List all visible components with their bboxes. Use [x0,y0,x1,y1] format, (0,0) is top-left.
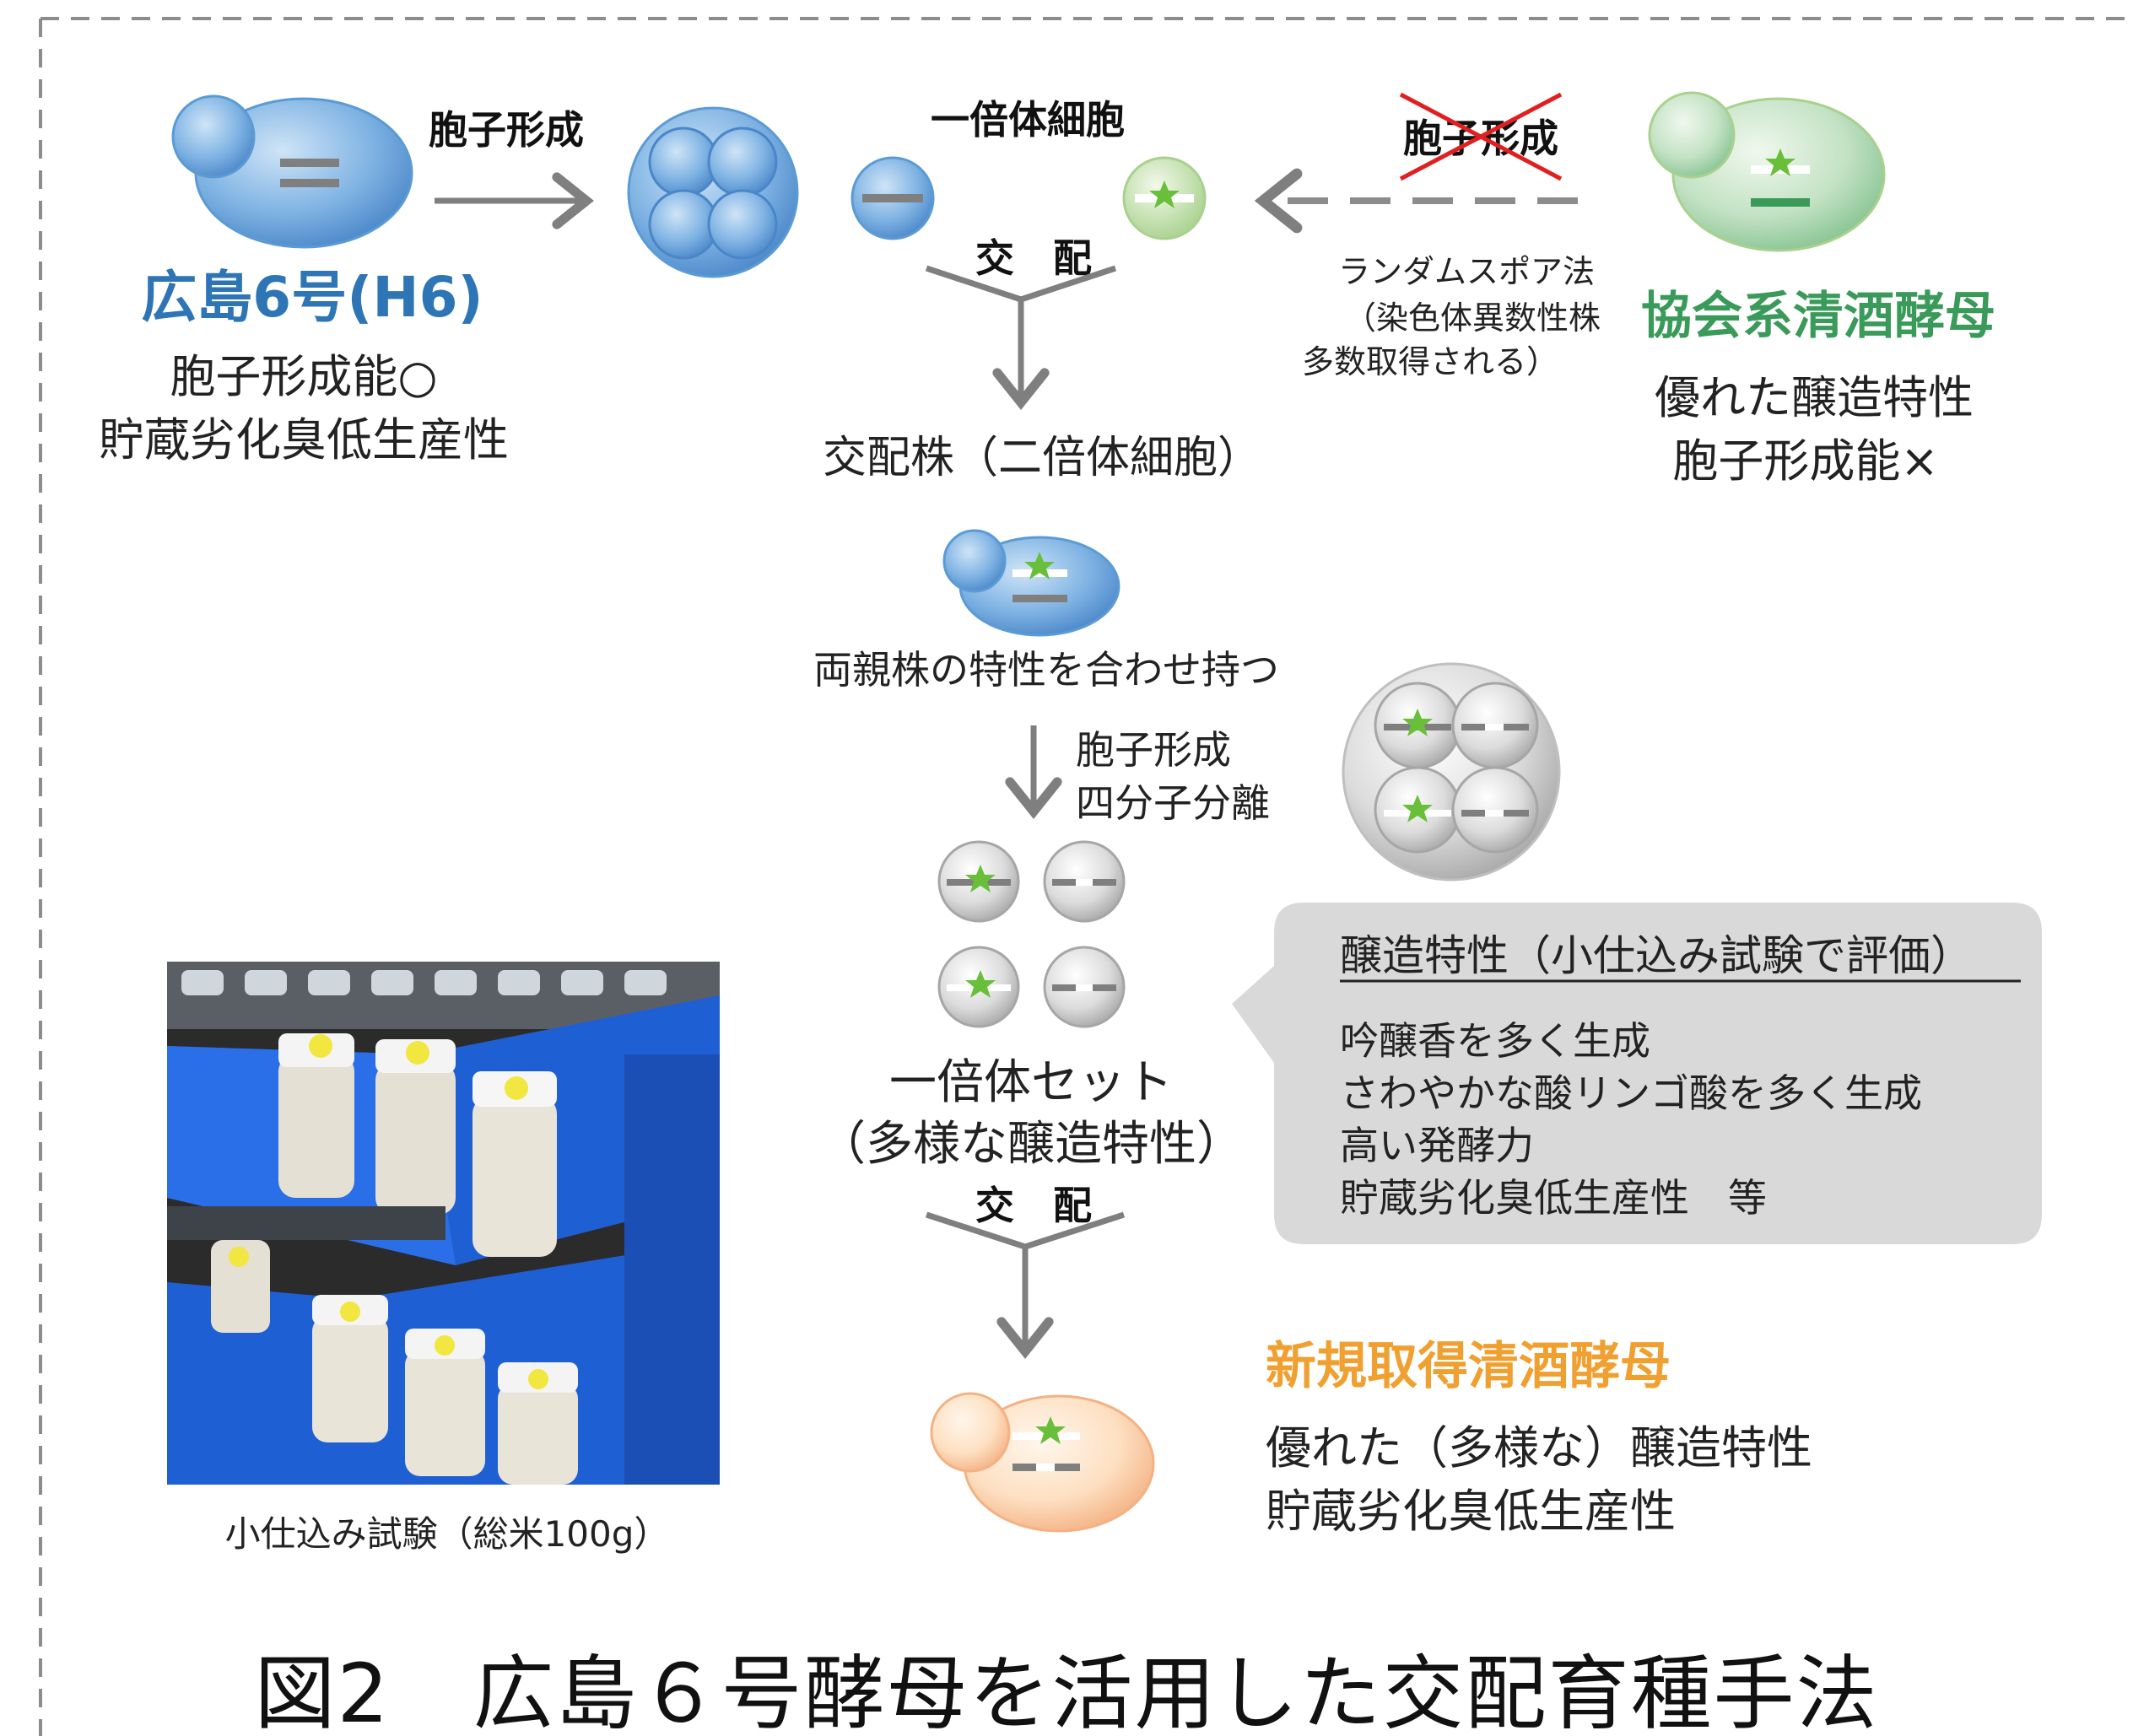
callout-item-3: 高い発酵力 [1340,1123,1534,1168]
sporulation-2-label: 胞子形成 [1076,727,1231,773]
mating-2-label: 交 配 [975,1183,1092,1228]
h6-cell-icon [171,94,413,249]
callout-item-1: 吟醸香を多く生成 [1340,1018,1650,1064]
blue-haploid-icon [850,156,935,240]
sake-yeast-trait-1: 優れた醸造特性 [1655,371,1974,424]
callout-title: 醸造特性（小仕込み試験で評価） [1340,931,1973,980]
parents-traits-label: 両親株の特性を合わせ持つ [813,647,1279,693]
callout-item-2: さわやかな酸リンゴ酸を多く生成 [1340,1070,1922,1116]
haploid-cell-label: 一倍体細胞 [931,97,1125,143]
callout-box [1232,903,2042,1244]
hybrid-cell-icon [942,529,1120,637]
hybrid-label: 交配株（二倍体細胞） [823,433,1261,483]
sake-yeast-cell-icon [1648,91,1886,252]
callout-item-4: 貯蔵劣化臭低生産性 等 [1340,1175,1767,1221]
photo-caption: 小仕込み試験（総米100g） [224,1513,670,1555]
blue-ascus-icon [627,106,799,278]
green-haploid-icon [1122,156,1207,240]
tetrad-label: 四分子分離 [1076,780,1270,826]
sake-yeast-name: 協会系清酒酵母 [1641,287,1995,346]
gray-ascus-icon [1342,662,1561,881]
spore-2-icon [1043,840,1126,923]
haploid-set-label-2: （多様な醸造特性） [818,1117,1244,1172]
h6-trait-2: 貯蔵劣化臭低生産性 [99,413,509,466]
spore-4-icon [1043,946,1126,1028]
h6-name: 広島6号(H6) [141,265,483,330]
spore-3-icon [937,946,1020,1028]
h6-trait-1: 胞子形成能○ [170,350,437,403]
haploid-set-label-1: 一倍体セット [889,1055,1173,1110]
random-spore-label-1: ランダムスポア法 [1338,253,1595,290]
spore-1-icon [937,840,1020,923]
mating-1-label: 交 配 [975,235,1092,281]
new-strain-cell-icon [930,1392,1155,1533]
figure-title: 図2 広島６号酵母を活用した交配育種手法 [254,1647,1879,1736]
new-strain-name: 新規取得清酒酵母 [1266,1337,1671,1396]
sporulation-top-label: 胞子形成 [429,107,584,153]
brewing-test-photo [167,962,720,1485]
random-spore-label-2: （染色体異数性株 [1344,299,1601,337]
random-spore-label-3: 多数取得される） [1302,343,1558,380]
sake-yeast-trait-2: 胞子形成能× [1672,434,1938,488]
new-strain-trait-2: 貯蔵劣化臭低生産性 [1266,1485,1676,1538]
cross-mark-2 [1399,92,1563,181]
new-strain-trait-1: 優れた（多様な）醸造特性 [1266,1421,1812,1475]
